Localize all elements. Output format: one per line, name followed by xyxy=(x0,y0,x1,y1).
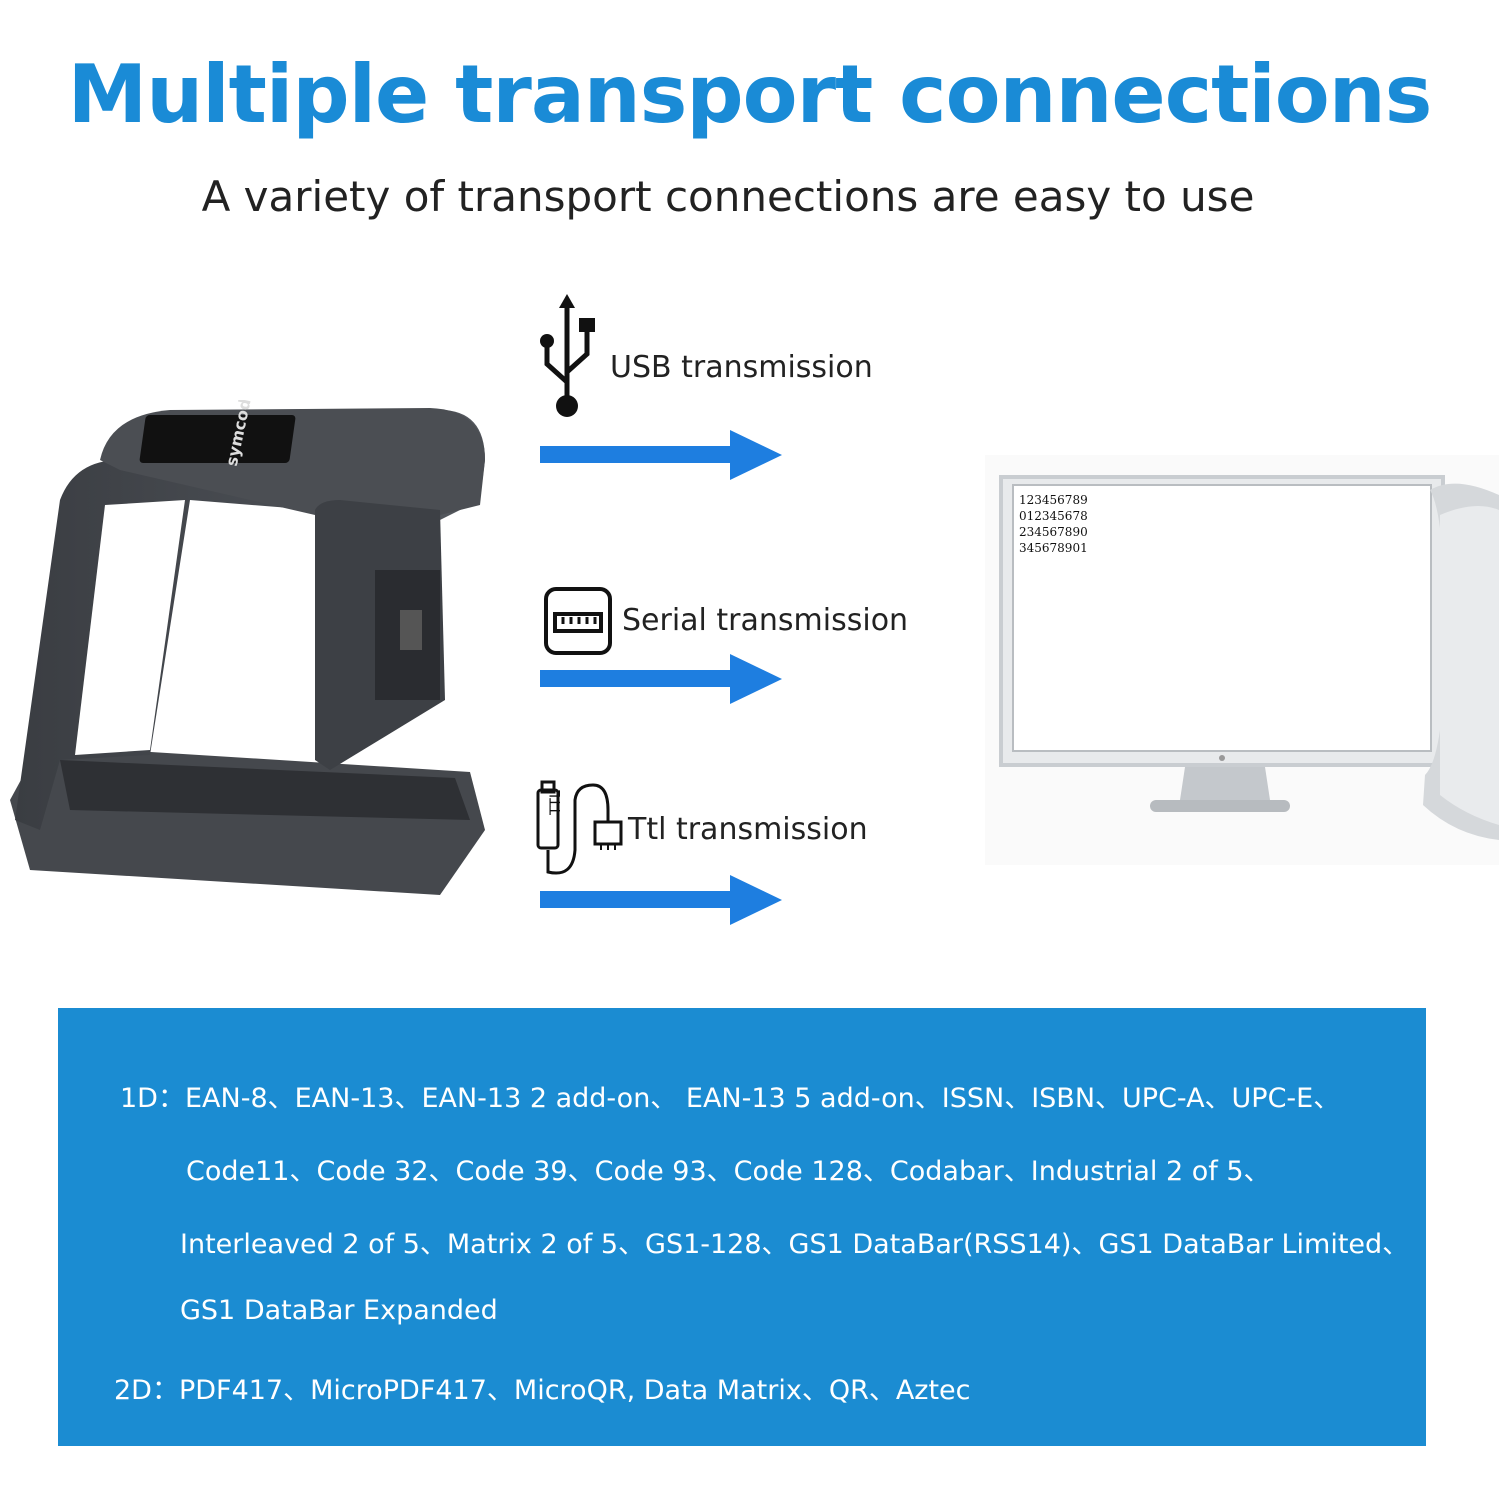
codes-2d-line: 2D：PDF417、MicroPDF417、MicroQR, Data Matr… xyxy=(114,1375,971,1406)
monitor-line-2: 012345678 xyxy=(1019,509,1088,523)
usb-icon xyxy=(540,294,595,417)
monitor-line-4: 345678901 xyxy=(1019,541,1088,555)
codes-1d-line-1: 1D：EAN-8、EAN-13、EAN-13 2 add-on、 EAN-13 … xyxy=(120,1083,1341,1114)
page-subtitle: A variety of transport connections are e… xyxy=(201,172,1255,221)
page-title: Multiple transport connections xyxy=(67,48,1433,141)
serial-transmission-label: Serial transmission xyxy=(622,603,909,638)
serial-arrow xyxy=(540,654,782,704)
svg-text:TTL: TTL xyxy=(548,790,564,816)
supported-codes-panel: 1D：EAN-8、EAN-13、EAN-13 2 add-on、 EAN-13 … xyxy=(58,1008,1426,1446)
usb-arrow xyxy=(540,430,782,480)
barcode-scanner-image: symcode xyxy=(10,400,485,895)
ttl-cable-icon: TTL xyxy=(536,780,623,875)
usb-transmission-label: USB transmission xyxy=(610,350,873,385)
codes-1d-line-4: GS1 DataBar Expanded xyxy=(180,1295,498,1326)
codes-1d-line-2: Code11、Code 32、Code 39、Code 93、Code 128、… xyxy=(186,1156,1271,1187)
monitor-line-1: 123456789 xyxy=(1019,493,1088,507)
codes-1d-line-3: Interleaved 2 of 5、Matrix 2 of 5、GS1-128… xyxy=(180,1229,1410,1260)
serial-port-icon xyxy=(544,587,612,655)
monitor-line-3: 234567890 xyxy=(1019,525,1088,539)
ttl-transmission-label: Ttl transmission xyxy=(628,812,868,847)
ttl-arrow xyxy=(540,875,782,925)
computer-monitor-image xyxy=(985,455,1499,865)
